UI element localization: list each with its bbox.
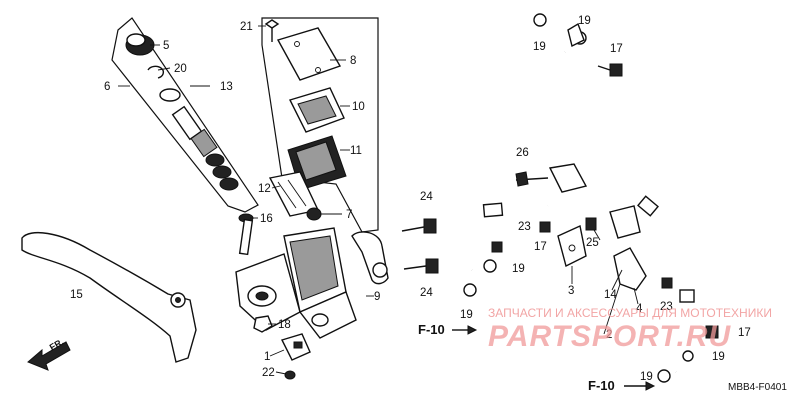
callout-21: 21 <box>240 21 253 33</box>
callout-3: 3 <box>568 285 574 297</box>
callout-22: 22 <box>262 367 275 379</box>
part-23-bolt-left <box>539 221 551 233</box>
front-direction-arrow-icon: FR. <box>27 337 71 371</box>
callout-24-upper: 24 <box>420 191 433 203</box>
brake-hose-right <box>579 177 690 301</box>
part-washer <box>159 88 181 102</box>
group-outline-reservoir <box>261 17 379 233</box>
callout-14: 14 <box>604 289 617 301</box>
callout-15: 15 <box>70 289 83 301</box>
callout-12: 12 <box>258 183 271 195</box>
part-1-switch <box>281 333 311 361</box>
callout-7: 7 <box>346 209 352 221</box>
part-8-cover <box>276 27 342 81</box>
callout-5: 5 <box>163 40 169 52</box>
part-14-clamp <box>613 247 647 291</box>
callout-19-bottom: 19 <box>640 371 653 383</box>
watermark-brand: PARTSPORT.RU <box>488 320 731 353</box>
part-7-cap <box>306 207 322 221</box>
callout-19-lower-left: 19 <box>460 309 473 321</box>
callout-17-right: 17 <box>738 327 751 339</box>
part-10-plate <box>289 87 345 133</box>
callout-6: 6 <box>104 81 110 93</box>
part-9-clamp <box>351 231 389 285</box>
brake-hose-lower-right <box>666 289 695 374</box>
callout-10: 10 <box>352 101 365 113</box>
part-5-boot <box>125 33 155 56</box>
callout-25: 25 <box>586 237 599 249</box>
diagram-code: MBB4-F0401 <box>728 382 787 393</box>
part-13-piston <box>171 105 239 191</box>
lever-pivot <box>170 292 186 308</box>
callout-16: 16 <box>260 213 273 225</box>
callout-23-left: 23 <box>518 221 531 233</box>
reference-f10-left: F-10 <box>418 322 445 337</box>
callout-labels: 5 20 13 6 21 8 10 11 12 7 16 15 9 18 1 2… <box>70 15 751 383</box>
part-24-bolt-upper <box>401 218 437 234</box>
watermark-tagline: ЗАПЧАСТИ И АКСЕССУАРЫ ДЛЯ МОТОТЕХНИКИ <box>488 306 772 320</box>
part-23-bolt-right <box>661 277 673 289</box>
part-17-bolt-mid <box>491 241 503 253</box>
leader-lines <box>118 25 639 375</box>
part-16-bolt <box>238 213 254 256</box>
part-21-screw <box>264 19 280 42</box>
callout-19-top-right: 19 <box>578 15 591 27</box>
callout-1: 1 <box>264 351 270 363</box>
callout-17-mid: 17 <box>534 241 547 253</box>
brake-hose-left <box>460 202 549 271</box>
callout-13: 13 <box>220 81 233 93</box>
reference-f10-bottom: F-10 <box>588 378 615 393</box>
part-2-bracket <box>609 205 641 239</box>
callout-20: 20 <box>174 63 187 75</box>
callout-2: 2 <box>606 329 612 341</box>
part-17-bolt-top <box>597 63 623 77</box>
reference-labels: F-10 F-10 <box>418 322 656 393</box>
part-17-bolt-right <box>705 325 719 339</box>
callout-19-mid: 19 <box>512 263 525 275</box>
part-20-snap-ring <box>147 65 165 79</box>
callout-19-right: 19 <box>712 351 725 363</box>
callout-26: 26 <box>516 147 529 159</box>
part-22-screw <box>284 370 296 380</box>
part-25-bolt <box>585 217 597 231</box>
master-cylinder-body <box>235 227 357 339</box>
watermark: ЗАПЧАСТИ И АКСЕССУАРЫ ДЛЯ МОТОТЕХНИКИ PA… <box>488 306 772 353</box>
callout-8: 8 <box>350 55 356 67</box>
group-outline-piston-kit <box>111 17 259 213</box>
part-19-washers <box>463 259 694 383</box>
part-18-nut <box>253 315 273 333</box>
callout-9: 9 <box>374 291 380 303</box>
callout-17-top: 17 <box>610 43 623 55</box>
callout-23-right: 23 <box>660 301 673 313</box>
callout-19-top-left: 19 <box>533 41 546 53</box>
part-3-bracket <box>557 224 587 268</box>
part-15-lever <box>21 231 197 363</box>
three-way-joint <box>515 163 588 193</box>
callout-11: 11 <box>350 145 362 157</box>
brake-hose-upper <box>533 13 587 179</box>
part-24-bolt-lower <box>403 258 439 274</box>
callout-4: 4 <box>636 303 643 315</box>
callout-24-lower: 24 <box>420 287 433 299</box>
callout-18: 18 <box>278 319 291 331</box>
